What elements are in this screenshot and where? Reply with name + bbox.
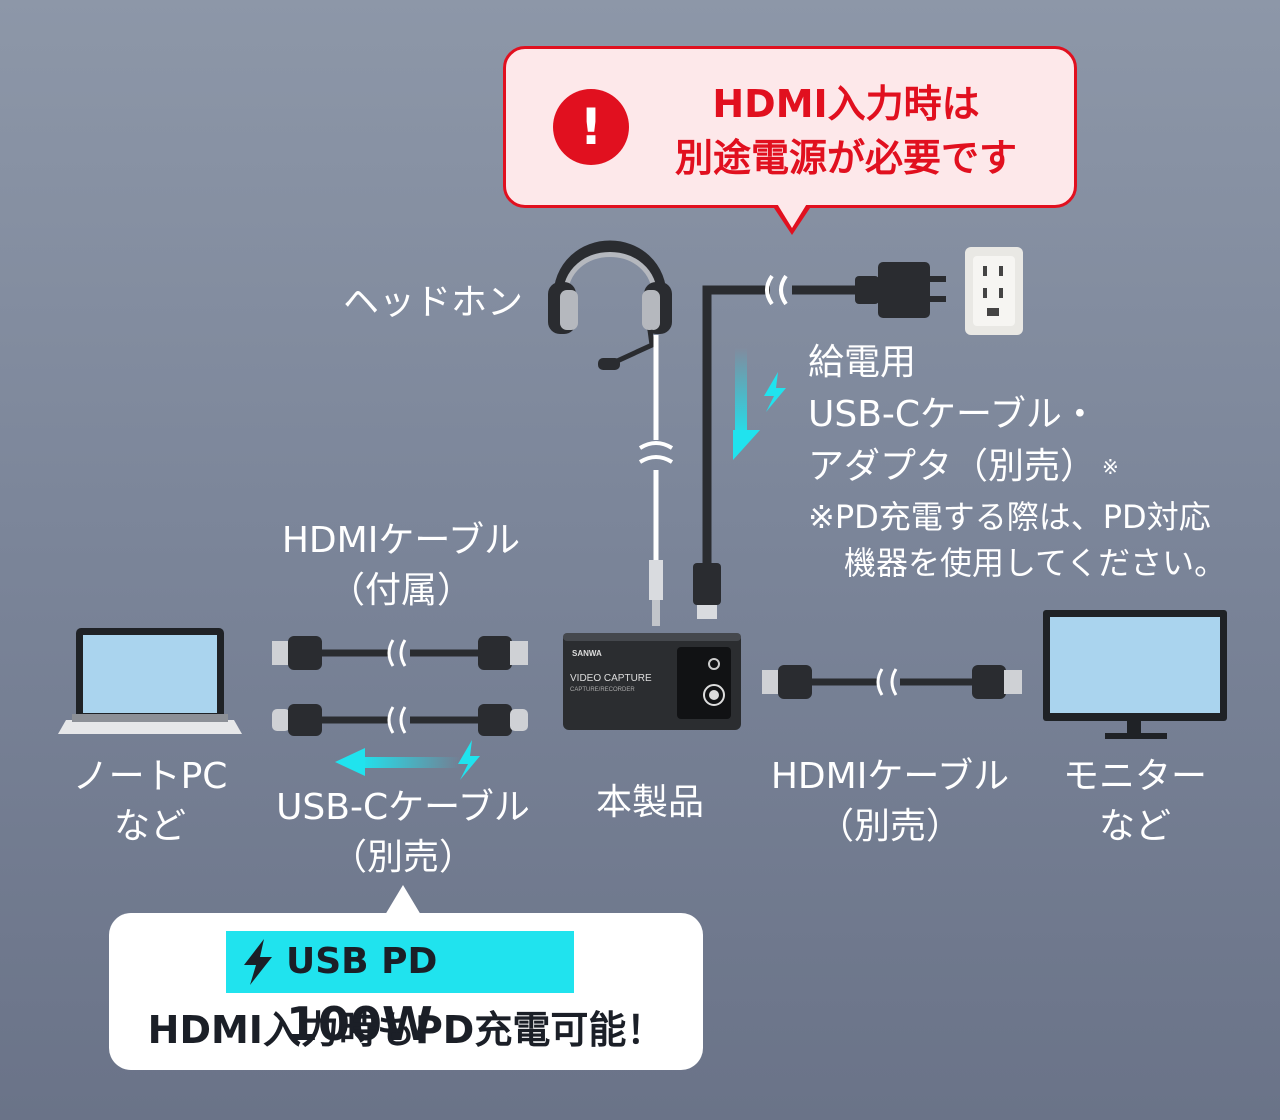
pd-note-line1: ※PD充電する際は、PD対応 <box>808 498 1211 536</box>
hdmi-included-label: HDMIケーブル （付属） <box>270 516 532 616</box>
exclamation-icon: ! <box>553 89 629 165</box>
laptop-icon <box>58 628 242 734</box>
warning-callout: ! HDMI入力時は 別途電源が必要です <box>503 46 1077 208</box>
pd-note: ※PD充電する際は、PD対応 機器を使用してください。 <box>808 494 1226 586</box>
power-label-line1: 給電用 <box>808 342 917 383</box>
laptop-label: ノートPC など <box>60 752 240 852</box>
wall-outlet-icon <box>965 247 1023 335</box>
usb-pd-badge: USB PD 100W <box>226 931 574 1051</box>
warning-line1: HDMI入力時は <box>712 82 980 126</box>
device-name: VIDEO CAPTURE <box>570 673 652 684</box>
power-label-line3: アダプタ（別売） <box>808 446 1097 487</box>
pd-note-line2: 機器を使用してください。 <box>844 544 1227 582</box>
power-flow-arrow <box>733 348 786 460</box>
headphone-cable <box>638 335 674 626</box>
hdmi-cable-included <box>272 636 528 670</box>
pd-bubble-text: HDMI入力時もPD充電可能！ <box>147 1008 665 1052</box>
usbc-label-line1: USB-Cケーブル <box>276 787 530 828</box>
headphone-icon <box>548 240 672 370</box>
hdmi-out-label: HDMIケーブル （別売） <box>765 752 1015 852</box>
headphone-label: ヘッドホン <box>343 282 524 323</box>
power-cable <box>693 274 860 619</box>
lightning-icon <box>764 372 786 412</box>
power-label-line2: USB-Cケーブル・ <box>808 394 1098 435</box>
monitor-icon <box>1043 610 1227 739</box>
video-capture-device: SANWA VIDEO CAPTURE CAPTURE/RECORDER <box>563 633 741 730</box>
laptop-label-line2: など <box>113 806 186 847</box>
power-cable-label: 給電用 USB-Cケーブル・ アダプタ（別売）※ <box>808 337 1119 493</box>
hdmi-included-line1: HDMIケーブル <box>281 520 521 561</box>
hdmi-cable-out <box>762 665 1022 699</box>
monitor-label-line2: など <box>1098 806 1171 847</box>
product-label: 本製品 <box>595 782 704 823</box>
monitor-label: モニター など <box>1055 752 1215 852</box>
power-adapter-icon <box>855 262 946 318</box>
pd-bubble-tail <box>385 885 421 915</box>
usbc-cable-label: USB-Cケーブル （別売） <box>268 783 538 883</box>
charge-flow-arrow <box>335 740 480 780</box>
lightning-icon <box>458 740 480 780</box>
usb-pd-label: USB PD <box>286 941 438 982</box>
device-sub: CAPTURE/RECORDER <box>570 687 635 693</box>
usbc-label-line2: （別売） <box>330 837 475 878</box>
hdmi-included-line2: （付属） <box>328 570 473 611</box>
hdmi-out-line2: （別売） <box>817 806 962 847</box>
hdmi-out-line1: HDMIケーブル <box>770 756 1010 797</box>
lightning-icon <box>244 939 272 985</box>
usb-c-cable <box>272 704 528 736</box>
monitor-label-line1: モニター <box>1062 756 1207 797</box>
warning-callout-tail-inner <box>776 202 808 228</box>
usb-pd-watt: 100W <box>286 997 433 1051</box>
power-label-mark: ※ <box>1102 455 1119 479</box>
pd-bubble: USB PD 100W HDMI入力時もPD充電可能！ <box>109 913 703 1070</box>
laptop-label-line1: ノートPC <box>72 756 228 797</box>
device-brand: SANWA <box>572 649 602 658</box>
warning-line2: 別途電源が必要です <box>674 136 1017 180</box>
